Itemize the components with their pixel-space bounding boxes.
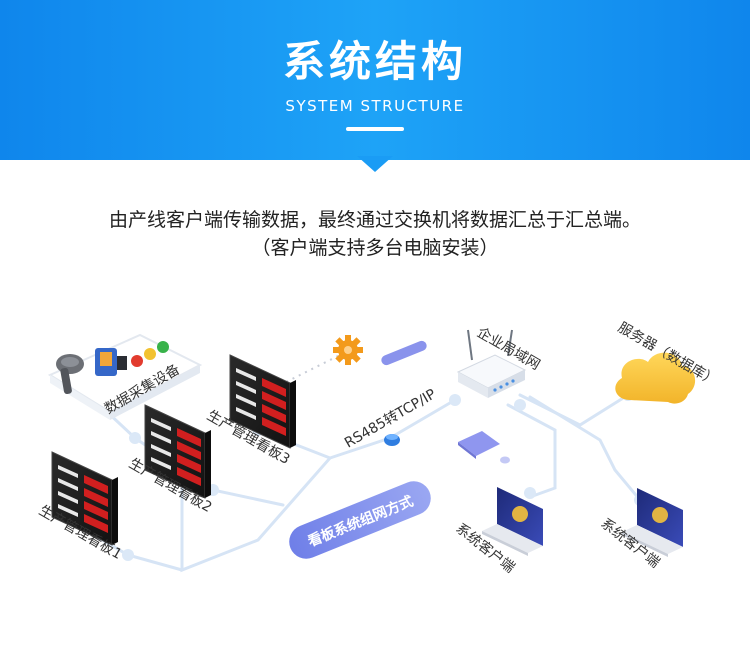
header-banner: 系统结构 SYSTEM STRUCTURE [0,0,750,160]
board-2-label-cells [151,418,171,470]
network-method-badge: 看板系统组网方式 [289,481,431,559]
signal-bar [381,340,427,366]
production-board-3 [229,354,296,449]
data-collection-devices: 数据采集设备 [47,333,203,420]
production-board-1 [51,451,118,546]
line-lan-to-server [518,393,630,427]
barcode-scanner-icon [56,354,84,395]
dot [449,394,461,406]
banner-notch [357,156,393,172]
server-cloud-icon [615,352,696,404]
board-3-led-panels [262,378,286,436]
laptop-icon-1 [482,487,543,556]
sensor-box-icon [95,348,127,376]
description-line-1: 由产线客户端传输数据，最终通过交换机将数据汇总于汇总端。 [108,209,641,231]
board-2-led-panels [177,428,201,486]
page-subtitle: SYSTEM STRUCTURE [285,97,465,115]
mouse-icon [500,456,510,464]
converter-device-icon [384,434,400,446]
title-underline [346,127,404,131]
production-board-2 [144,404,211,499]
board-1-label-cells [58,465,78,517]
line-lan-to-client2 [528,395,642,502]
keyboard-icon [458,431,500,459]
dot [129,432,141,444]
line-converter-to-lan [388,398,457,440]
dot [122,549,134,561]
indicator-buttons-icon [131,341,169,367]
dot [514,399,526,411]
gear-icon [333,335,363,365]
board-1-led-panels [84,475,108,533]
line-lan-to-client1 [506,403,557,499]
router-icon [456,329,527,398]
page-title: 系统结构 [282,37,467,86]
laptop-icon-2 [622,488,683,557]
board-3-label-cells [236,368,256,420]
dotted-link [279,354,341,386]
description-line-2: （客户端支持多台电脑安装） [251,237,499,259]
dot [524,487,536,499]
